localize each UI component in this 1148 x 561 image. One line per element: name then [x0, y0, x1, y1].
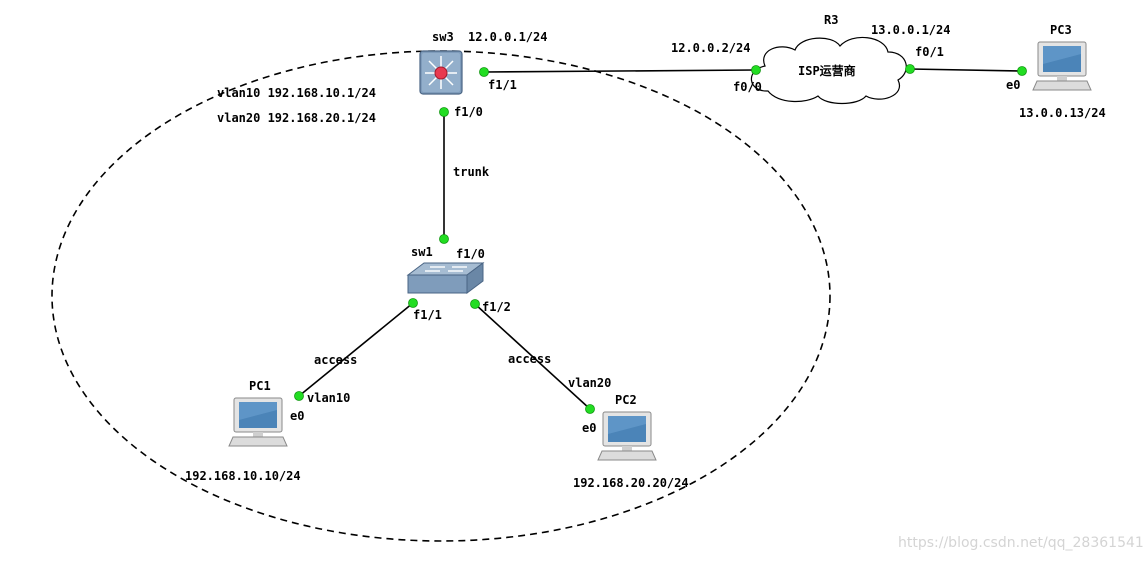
vlan20-svi: vlan20 192.168.20.1/24	[217, 111, 376, 125]
port-sw3-f1-0[interactable]	[439, 107, 449, 117]
vlan10-svi: vlan10 192.168.10.1/24	[217, 86, 376, 100]
pc2-port: e0	[582, 421, 597, 435]
link-sw1-pc1	[298, 302, 414, 397]
r3-port-f0-0: f0/0	[733, 80, 762, 94]
link-sw3-r3	[484, 69, 756, 73]
pc3-icon[interactable]	[1032, 41, 1092, 91]
pc2-name: PC2	[615, 393, 637, 407]
pc1-name: PC1	[249, 379, 271, 393]
link-sw1-pc2	[474, 303, 591, 410]
cloud-label: ISP运营商	[798, 63, 856, 78]
vlan20-label: vlan20	[568, 376, 612, 390]
port-sw1-f1-1[interactable]	[408, 298, 418, 308]
port-r3-f0-0[interactable]	[751, 65, 761, 75]
link-r3-pc3	[909, 68, 1023, 72]
port-sw3-f1-1[interactable]	[479, 67, 489, 77]
pc1-ip: 192.168.10.10/24	[185, 469, 301, 483]
pc3-port: e0	[1006, 78, 1021, 92]
vlan10-label: vlan10	[307, 391, 351, 405]
port-r3-f0-1[interactable]	[905, 64, 915, 74]
pc2-icon[interactable]	[597, 411, 657, 461]
port-pc2-e0[interactable]	[585, 404, 595, 414]
sw3-name: sw3	[432, 30, 454, 44]
r3-port-f0-1: f0/1	[915, 45, 944, 59]
lan-boundary	[51, 50, 831, 542]
sw1-port-f1-1: f1/1	[413, 308, 442, 322]
trunk-label: trunk	[453, 165, 490, 179]
sw3-ip: 12.0.0.1/24	[468, 30, 548, 44]
r3-ip-right: 13.0.0.1/24	[871, 23, 951, 37]
port-sw1-f1-0[interactable]	[439, 234, 449, 244]
sw3-port-f1-1: f1/1	[488, 78, 517, 92]
watermark: https://blog.csdn.net/qq_28361541	[898, 535, 1144, 551]
pc3-name: PC3	[1050, 23, 1072, 37]
multilayer-switch-icon[interactable]	[419, 50, 463, 95]
pc1-icon[interactable]	[228, 397, 288, 447]
cloud-icon[interactable]	[750, 36, 907, 105]
sw1-port-f1-0: f1/0	[456, 247, 485, 261]
access-label-pc2: access	[508, 352, 552, 366]
sw1-port-f1-2: f1/2	[482, 300, 511, 314]
port-pc3-e0[interactable]	[1017, 66, 1027, 76]
switch-icon[interactable]	[406, 262, 485, 294]
sw1-name: sw1	[411, 245, 433, 259]
r3-ip-left: 12.0.0.2/24	[671, 41, 751, 55]
pc2-ip: 192.168.20.20/24	[573, 476, 689, 490]
sw3-port-f1-0: f1/0	[454, 105, 483, 119]
port-pc1-e0[interactable]	[294, 391, 304, 401]
r3-name: R3	[824, 13, 839, 27]
port-sw1-f1-2[interactable]	[470, 299, 480, 309]
pc3-ip: 13.0.0.13/24	[1019, 106, 1106, 120]
pc1-port: e0	[290, 409, 305, 423]
access-label-pc1: access	[314, 353, 358, 367]
